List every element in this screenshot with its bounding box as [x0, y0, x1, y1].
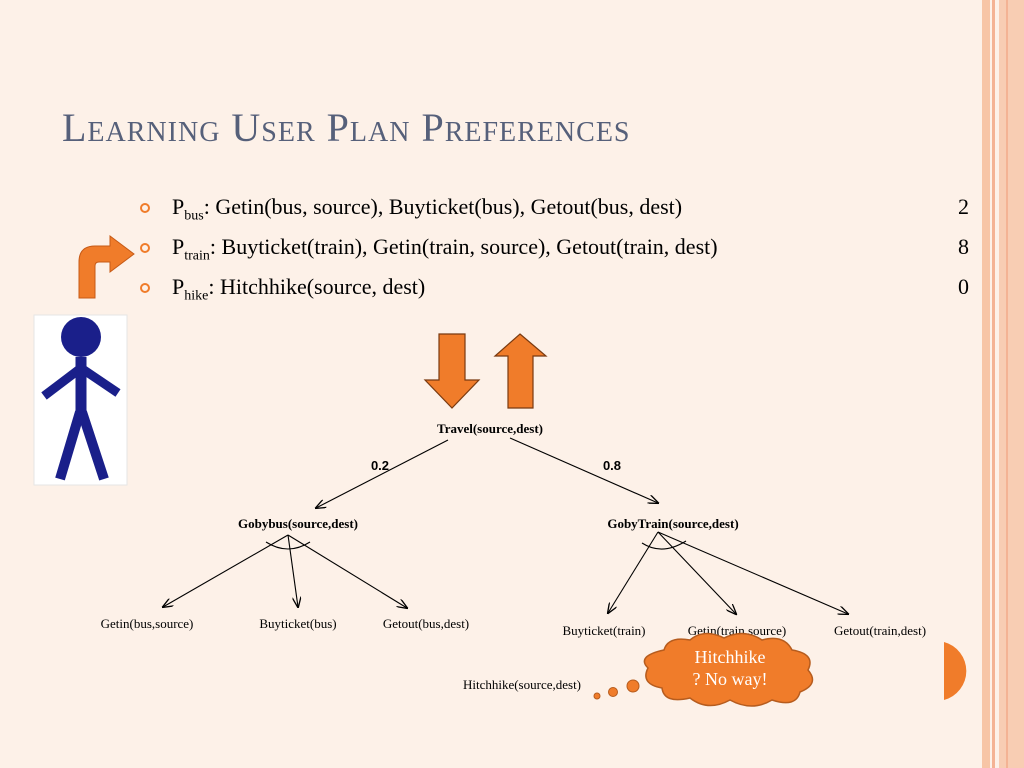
- plan-bus-actions: : Getin(bus, source), Buyticket(bus), Ge…: [203, 194, 683, 219]
- and-arc-left: [265, 541, 311, 550]
- edge-prob-right: 0.8: [603, 458, 621, 473]
- plan-bus-value: 2: [958, 194, 969, 219]
- node-getout-train: Getout(train,dest): [834, 623, 926, 638]
- edge-left-3: [287, 534, 407, 608]
- up-arrow-icon: [493, 333, 548, 409]
- curved-arrow-icon: [78, 235, 135, 299]
- plan-train-prefix: P: [172, 234, 185, 259]
- node-buyticket-bus: Buyticket(bus): [259, 616, 336, 631]
- plan-train-text: Ptrain: Buyticket(train), Getin(train, s…: [172, 234, 718, 264]
- node-gobytrain: GobyTrain(source,dest): [607, 516, 738, 531]
- edge-right-3: [657, 531, 848, 614]
- node-root: Travel(source,dest): [437, 421, 543, 436]
- edge-stripe-4: [1006, 0, 1008, 768]
- callout-text: Hitchhike ? No way!: [670, 646, 790, 690]
- and-arc-right: [641, 540, 687, 550]
- node-gobybus: Gobybus(source,dest): [238, 516, 358, 531]
- plan-train-actions: : Buyticket(train), Getin(train, source)…: [209, 234, 718, 259]
- plan-bus-text: Pbus: Getin(bus, source), Buyticket(bus)…: [172, 194, 682, 224]
- edge-root-left: [316, 439, 449, 508]
- node-getout-bus: Getout(bus,dest): [383, 616, 469, 631]
- thought-bubble-icon: [593, 632, 814, 707]
- edge-right-2: [657, 531, 736, 614]
- plan-bus-prefix: P: [172, 194, 185, 219]
- plan-bus: Pbus: Getin(bus, source), Buyticket(bus)…: [140, 194, 980, 234]
- plan-hike: Phike: Hitchhike(source, dest) 0: [140, 274, 980, 314]
- stick-figure-icon: [33, 314, 128, 486]
- edge-left-1: [163, 534, 289, 607]
- down-arrow-icon: [423, 333, 481, 409]
- edge-half-circle: [944, 642, 967, 700]
- plan-train-value: 8: [958, 234, 969, 259]
- bullet-dot-icon: [140, 283, 150, 293]
- plan-bus-sub: bus: [184, 208, 204, 224]
- edge-left-2: [287, 534, 298, 607]
- node-buyticket-train: Buyticket(train): [562, 623, 645, 638]
- edge-stripe-2: [992, 0, 995, 768]
- node-hitchhike: Hitchhike(source,dest): [463, 677, 581, 692]
- edge-right-1: [608, 531, 659, 613]
- plan-hike-text: Phike: Hitchhike(source, dest): [172, 274, 425, 304]
- bullet-dot-icon: [140, 203, 150, 213]
- plan-hike-prefix: P: [172, 274, 185, 299]
- bullet-dot-icon: [140, 243, 150, 253]
- callout-line-2: ? No way!: [692, 669, 768, 689]
- edge-root-right: [509, 437, 658, 503]
- plan-train-sub: train: [184, 248, 210, 264]
- plan-train: Ptrain: Buyticket(train), Getin(train, s…: [140, 234, 980, 274]
- edge-stripe-3: [999, 0, 1024, 768]
- plan-list: Pbus: Getin(bus, source), Buyticket(bus)…: [140, 194, 980, 314]
- callout-line-1: Hitchhike: [694, 647, 766, 667]
- slide-title: Learning User Plan Preferences: [62, 105, 631, 150]
- edge-prob-left: 0.2: [371, 458, 389, 473]
- plan-hike-actions: : Hitchhike(source, dest): [208, 274, 426, 299]
- plan-hike-sub: hike: [184, 288, 209, 304]
- node-getin-bus: Getin(bus,source): [101, 616, 194, 631]
- plan-hike-value: 0: [958, 274, 969, 299]
- edge-stripe-1: [982, 0, 990, 768]
